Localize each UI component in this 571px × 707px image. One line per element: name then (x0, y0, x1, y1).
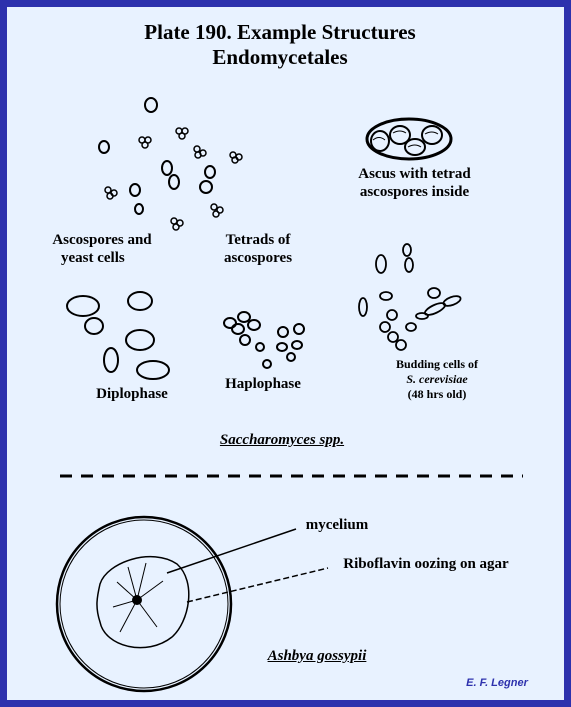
label-ascus-line1: Ascus with tetrad (358, 166, 471, 182)
label-tetrads-line1: Tetrads of (225, 232, 291, 248)
haplophase-illustration (223, 311, 305, 369)
label-ascospores: Ascospores and yeast cells (37, 231, 167, 267)
plate-title: Plate 190. Example Structures (144, 20, 416, 44)
petri-dish-illustration (55, 515, 329, 693)
label-diplophase: Diplophase (96, 386, 168, 402)
label-budding-line3: (48 hrs old) (407, 387, 467, 401)
label-tetrads-line2: ascospores (223, 250, 293, 266)
budding-cells-illustration (358, 243, 462, 351)
label-ascus: Ascus with tetrad ascospores inside (342, 165, 487, 201)
genus-caption: Saccharomyces spp. (219, 432, 345, 448)
label-tetrads: Tetrads of ascospores (203, 231, 313, 267)
label-budding-cells: Budding cells of S. cerevisiae (48 hrs o… (382, 357, 492, 402)
label-ascospores-line1: Ascospores and (52, 232, 152, 248)
diplophase-illustration (66, 291, 170, 380)
label-riboflavin: Riboflavin oozing on agar (343, 556, 509, 572)
species-caption: Ashbya gossypii (267, 648, 367, 664)
label-haplophase: Haplophase (225, 376, 301, 392)
tetrads-illustration (104, 127, 243, 231)
ascus-illustration (365, 117, 453, 161)
plate-drawing (55, 97, 523, 693)
label-budding-line1: Budding cells of (395, 357, 479, 371)
author-credit: E. F. Legner (466, 677, 528, 689)
label-ascospores-line2: yeast cells (61, 250, 125, 266)
label-mycelium: mycelium (305, 517, 369, 533)
ascospores-illustration (98, 97, 216, 215)
label-budding-line2: S. cerevisiae (406, 372, 468, 386)
label-ascus-line2: ascospores inside (359, 184, 470, 200)
plate-subtitle: Endomycetales (212, 45, 348, 69)
